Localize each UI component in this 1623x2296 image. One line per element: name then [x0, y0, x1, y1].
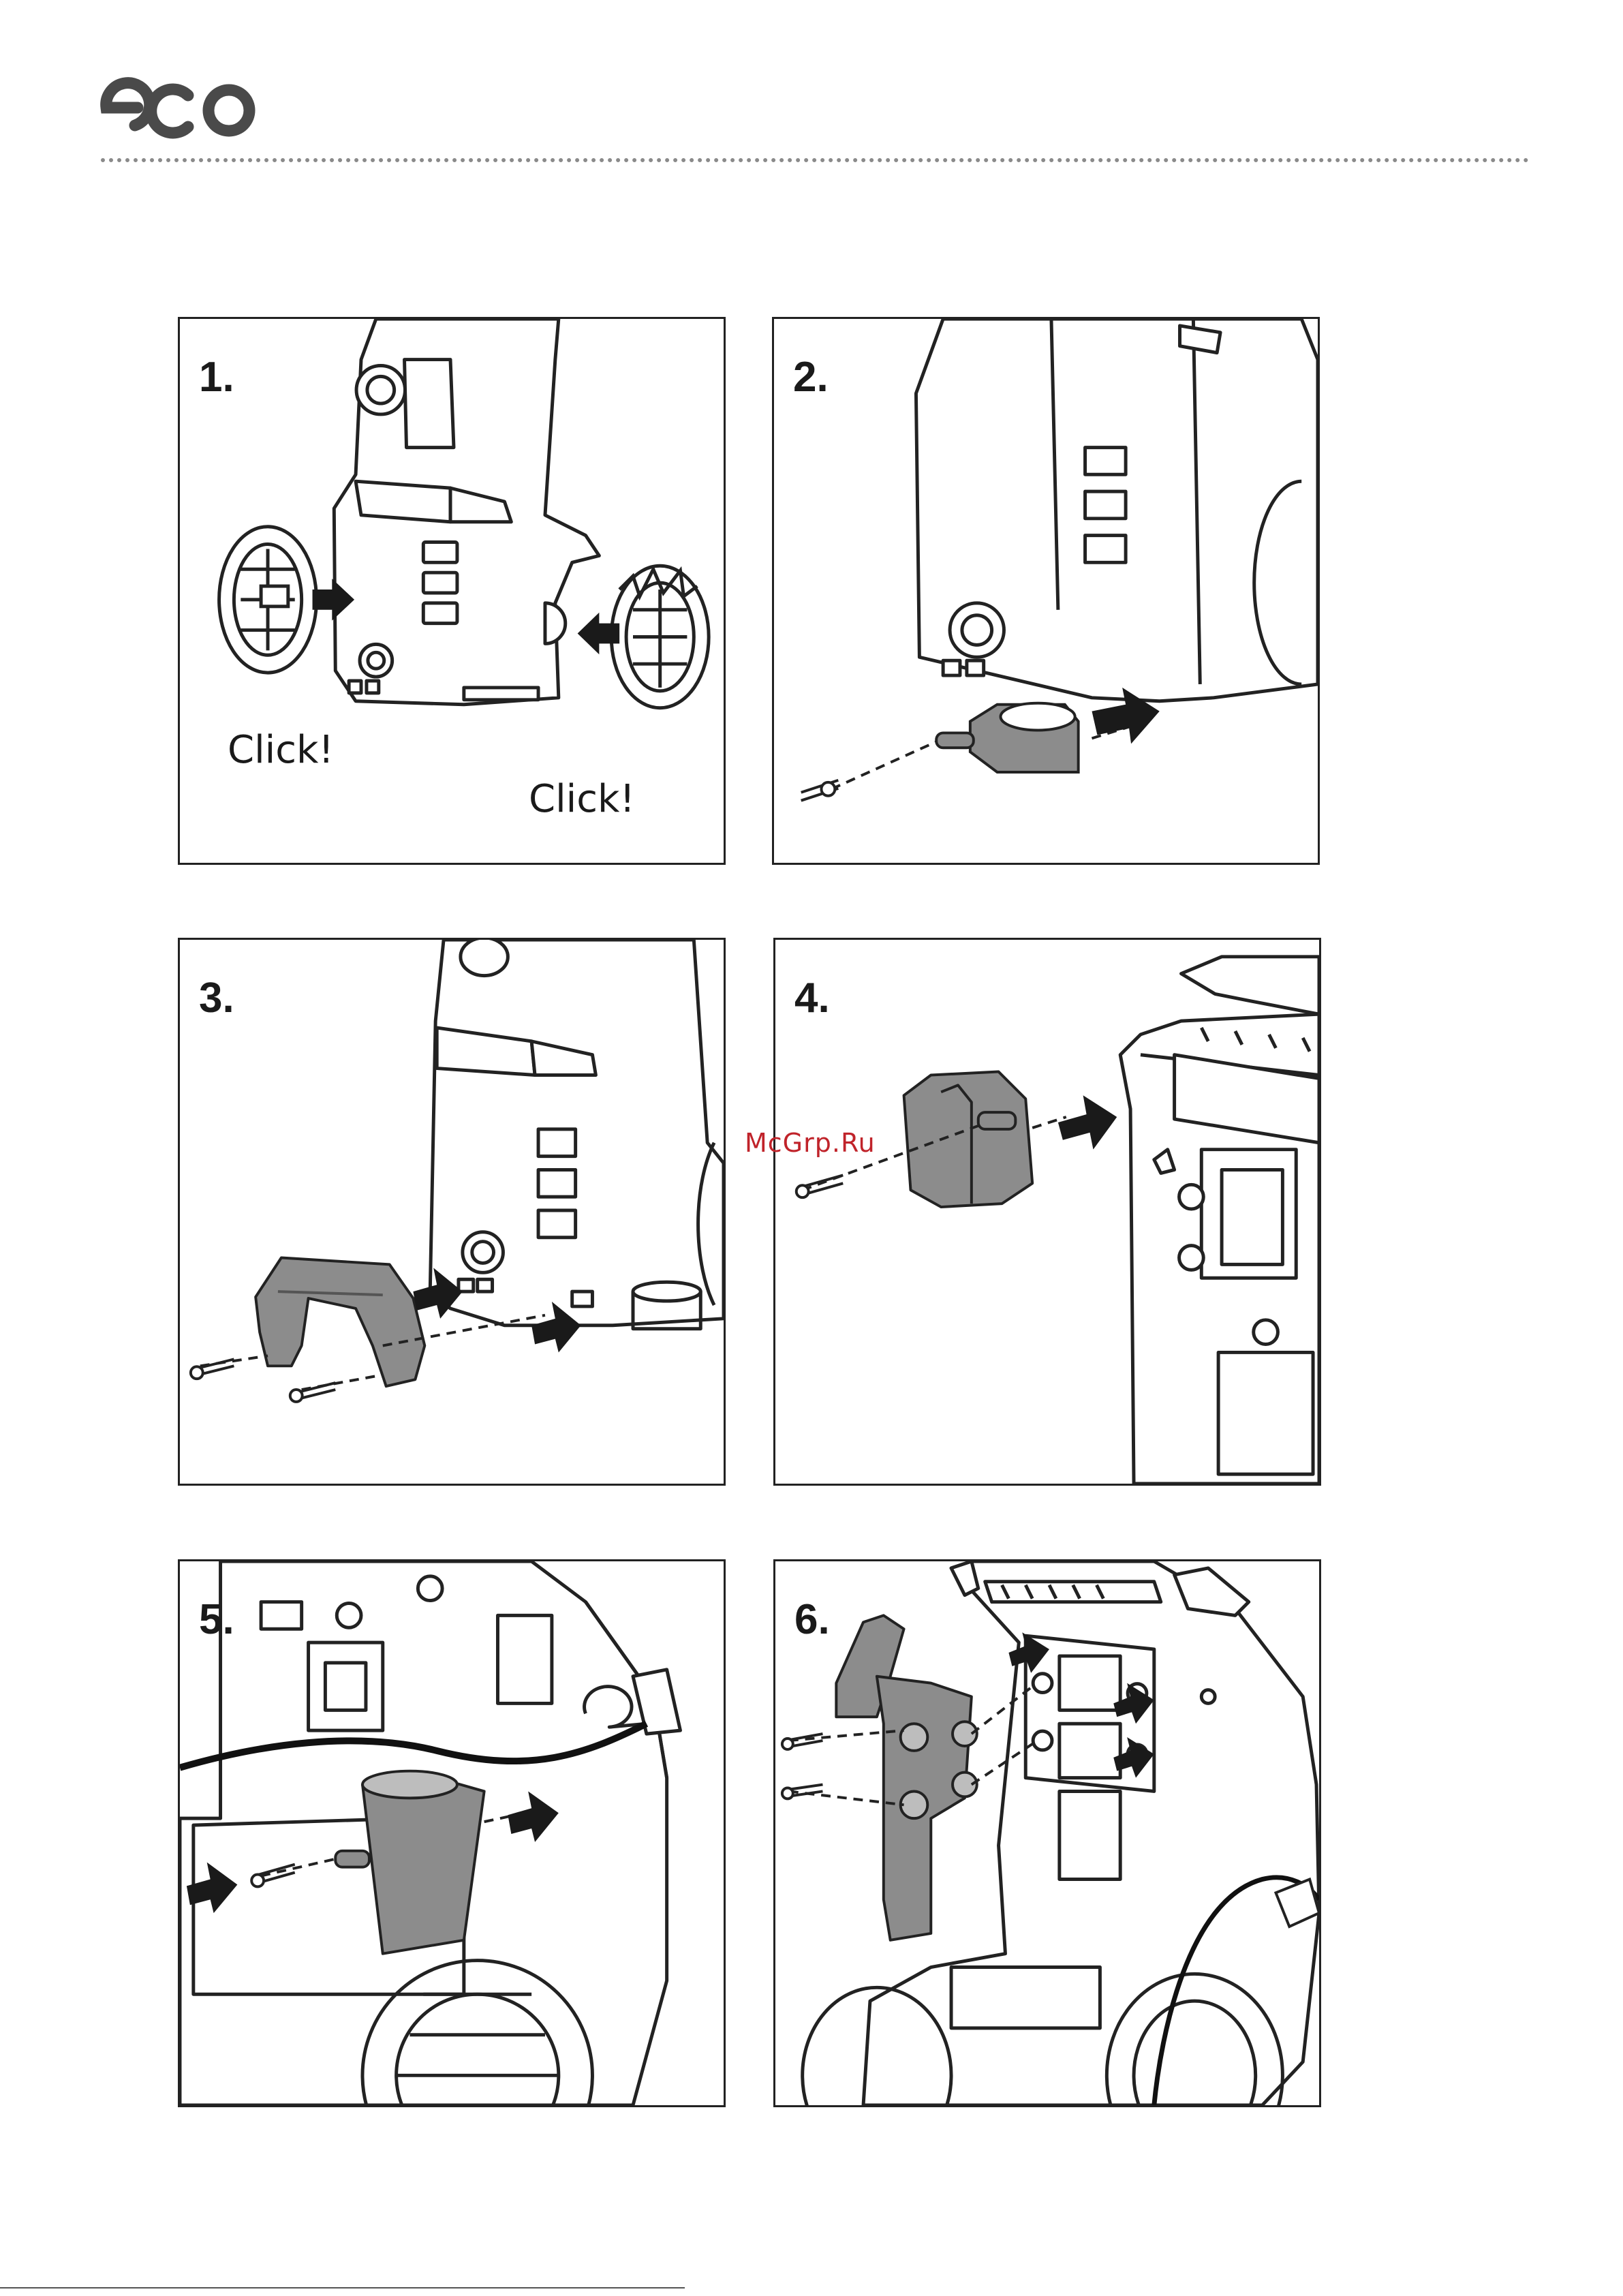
step-panel-5: 5. — [178, 1559, 726, 2107]
step-number: 6. — [794, 1595, 830, 1644]
step-panel-2: 2. — [772, 317, 1320, 865]
footer-rule — [0, 2287, 685, 2289]
nozzle-holder-illustration — [775, 1561, 1319, 2105]
cup-holder-illustration — [180, 1561, 724, 2105]
step-number: 4. — [794, 974, 830, 1022]
bottle-holder-illustration — [774, 319, 1318, 863]
click-label-left: Click! — [228, 728, 334, 772]
click-label-right: Click! — [529, 777, 635, 821]
step-panel-4: 4. — [773, 938, 1321, 1486]
step-number: 3. — [199, 974, 234, 1022]
watermark: McGrp.Ru — [745, 1128, 876, 1158]
step-number: 1. — [199, 353, 234, 401]
cable-hook-illustration — [775, 940, 1319, 1484]
step-number: 2. — [793, 353, 829, 401]
step-panel-1: 1. — [178, 317, 726, 865]
handle-mount-illustration — [180, 940, 724, 1484]
step-number: 5. — [199, 1595, 234, 1644]
step-panel-6: 6. — [773, 1559, 1321, 2107]
header-divider — [101, 158, 1529, 162]
washer-body-wheels-illustration — [180, 319, 724, 863]
brand-logo — [95, 68, 259, 143]
step-panel-3: 3. — [178, 938, 726, 1486]
